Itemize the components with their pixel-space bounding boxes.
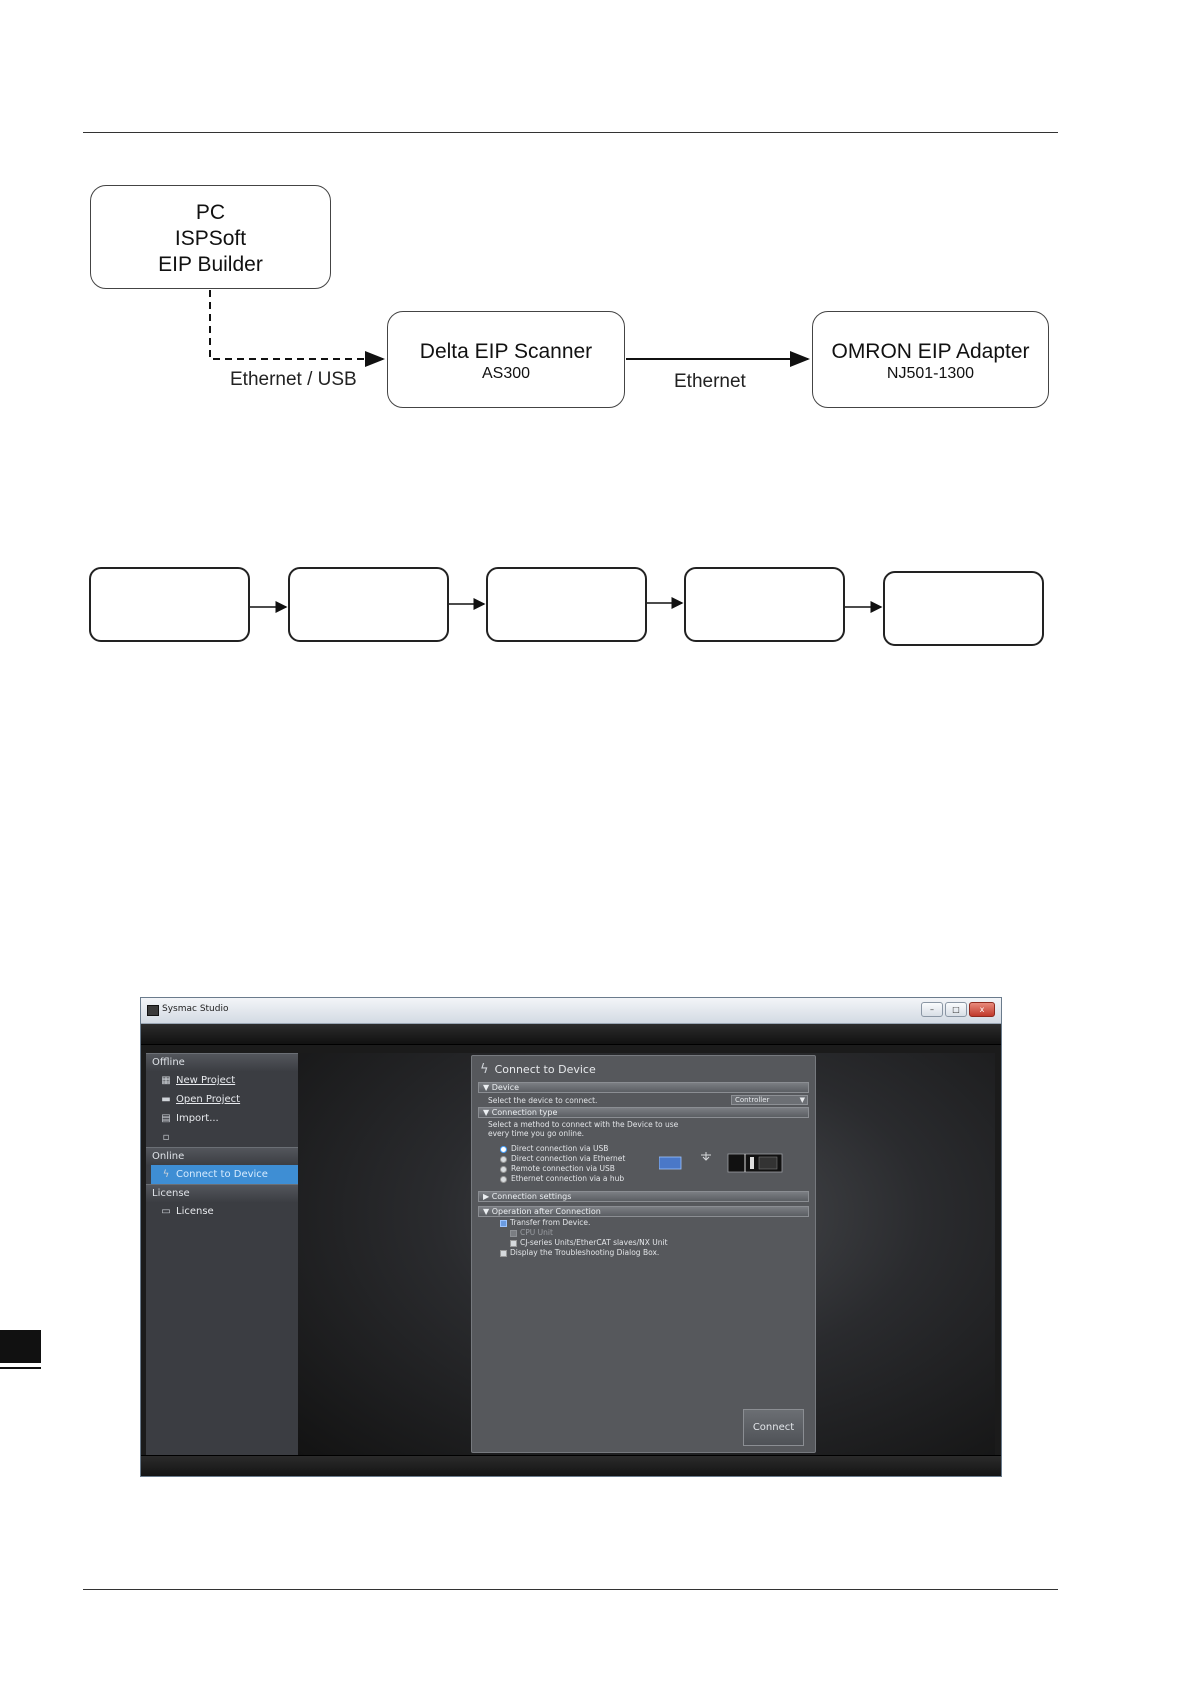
- device-header-label: Device: [491, 1083, 520, 1092]
- ethernet-usb-label: Ethernet / USB: [230, 369, 357, 390]
- toolbar: [141, 1024, 1001, 1045]
- connection-lines: [209, 290, 810, 367]
- transfer-from-device-checkbox[interactable]: [500, 1220, 507, 1227]
- radio-ethernet-hub[interactable]: [500, 1176, 507, 1183]
- close-button[interactable]: x: [969, 1002, 995, 1017]
- header-rule: [83, 132, 1058, 133]
- device-select[interactable]: Controller ▼: [731, 1095, 808, 1105]
- maximize-button[interactable]: □: [945, 1002, 967, 1017]
- window-title: Sysmac Studio: [162, 1004, 229, 1014]
- chapter-tab: [0, 1330, 41, 1363]
- main-area: ϟ Connect to Device ▼ Device Select the d…: [298, 1053, 995, 1455]
- scanner-box: Delta EIP Scanner AS300: [387, 311, 625, 408]
- connect-to-device-item[interactable]: ϟ Connect to Device: [151, 1165, 298, 1184]
- adapter-box: OMRON EIP Adapter NJ501-1300: [812, 311, 1049, 408]
- license-label: License: [176, 1206, 214, 1217]
- usb-icon: [701, 1152, 711, 1161]
- sysmac-studio-window: Sysmac Studio – □ x Offline ▦ New Project…: [140, 997, 1002, 1477]
- connection-illustration: [659, 1152, 783, 1173]
- connection-type-text-1: Select a method to connect with the Devi…: [488, 1120, 679, 1129]
- disabled-item: ▫: [146, 1128, 298, 1147]
- connection-type-label: Connection type: [491, 1108, 558, 1117]
- ethernet-label: Ethernet: [674, 371, 746, 392]
- status-bar: [141, 1455, 1001, 1476]
- dashed-link: [209, 290, 385, 367]
- pc-label: PC: [195, 201, 226, 224]
- import-label: Import...: [176, 1113, 219, 1124]
- new-project-icon: ▦: [161, 1075, 171, 1086]
- option-direct-usb: Direct connection via USB: [511, 1144, 609, 1153]
- device-section-header[interactable]: ▼ Device: [478, 1082, 809, 1093]
- transfer-from-device-label: Transfer from Device.: [510, 1218, 591, 1227]
- open-project-label: Open Project: [176, 1094, 241, 1105]
- folder-icon: ▬: [161, 1094, 171, 1105]
- offline-header: Offline: [146, 1053, 298, 1071]
- title-bar: Sysmac Studio – □ x: [141, 998, 1001, 1024]
- import-item[interactable]: ▤ Import...: [146, 1109, 298, 1128]
- cpu-unit-label: CPU Unit: [520, 1228, 553, 1237]
- option-ethernet-hub: Ethernet connection via a hub: [511, 1174, 625, 1183]
- minimize-button[interactable]: –: [921, 1002, 943, 1017]
- pc-box: PC ISPSoft EIP Builder: [90, 185, 331, 289]
- eip-builder-label: EIP Builder: [158, 253, 263, 276]
- scanner-title: Delta EIP Scanner: [419, 340, 593, 363]
- connect-dialog: ϟ Connect to Device ▼ Device Select the d…: [471, 1055, 816, 1453]
- connect-button[interactable]: Connect: [743, 1409, 804, 1446]
- lightning-icon: ϟ: [480, 1062, 489, 1077]
- connection-type-text-2: every time you go online.: [488, 1129, 585, 1138]
- flow-arrows: [250, 597, 883, 613]
- cj-units-label: CJ-series Units/EtherCAT slaves/NX Unit: [520, 1238, 668, 1247]
- option-direct-ethernet: Direct connection via Ethernet: [511, 1154, 626, 1163]
- adapter-model: NJ501-1300: [886, 365, 975, 382]
- cj-units-checkbox[interactable]: [510, 1240, 517, 1247]
- adapter-title: OMRON EIP Adapter: [831, 340, 1030, 363]
- cpu-unit-checkbox[interactable]: [510, 1230, 517, 1237]
- flow-step-1: [89, 567, 250, 642]
- lightning-icon: ϟ: [162, 1169, 170, 1180]
- laptop-icon: [659, 1156, 682, 1170]
- flow-step-4: [684, 567, 845, 642]
- scanner-model: AS300: [481, 365, 531, 382]
- chevron-down-icon: ▼: [799, 1096, 805, 1104]
- troubleshooting-checkbox[interactable]: [500, 1250, 507, 1257]
- sidebar: Offline ▦ New Project ▬ Open Project ▤ Impo…: [146, 1053, 298, 1455]
- troubleshooting-label: Display the Troubleshooting Dialog Box.: [510, 1248, 660, 1257]
- license-header: License: [146, 1184, 298, 1202]
- new-project-item[interactable]: ▦ New Project: [146, 1071, 298, 1090]
- open-project-item[interactable]: ▬ Open Project: [146, 1090, 298, 1109]
- online-header: Online: [146, 1147, 298, 1165]
- radio-direct-ethernet[interactable]: [500, 1156, 507, 1163]
- device-select-value: Controller: [735, 1096, 770, 1104]
- new-project-label: New Project: [176, 1075, 236, 1086]
- connection-settings-header[interactable]: ▶ Connection settings: [478, 1191, 809, 1202]
- flow-step-3: [486, 567, 647, 642]
- connect-to-device-label: Connect to Device: [176, 1169, 268, 1180]
- license-item[interactable]: ▭ License: [146, 1202, 298, 1221]
- chapter-tab-underline: [0, 1367, 41, 1369]
- license-icon: ▭: [161, 1206, 171, 1217]
- connection-type-header[interactable]: ▼ Connection type: [478, 1107, 809, 1118]
- operation-after-connection-header[interactable]: ▼ Operation after Connection: [478, 1206, 809, 1217]
- footer-rule: [83, 1589, 1058, 1590]
- device-prompt: Select the device to connect.: [488, 1096, 598, 1105]
- dialog-title-text: Connect to Device: [494, 1063, 596, 1076]
- app-icon: [147, 1005, 159, 1016]
- dialog-title: ϟ Connect to Device: [480, 1062, 596, 1077]
- operation-header-label: Operation after Connection: [491, 1207, 601, 1216]
- disabled-icon: ▫: [162, 1132, 170, 1143]
- flow-step-2: [288, 567, 449, 642]
- import-icon: ▤: [161, 1113, 171, 1124]
- connection-settings-label: Connection settings: [491, 1192, 572, 1201]
- option-remote-usb: Remote connection via USB: [511, 1164, 615, 1173]
- ispsoft-label: ISPSoft: [174, 227, 247, 250]
- radio-remote-usb[interactable]: [500, 1166, 507, 1173]
- radio-direct-usb[interactable]: [500, 1146, 507, 1153]
- flow-step-5: [883, 571, 1044, 646]
